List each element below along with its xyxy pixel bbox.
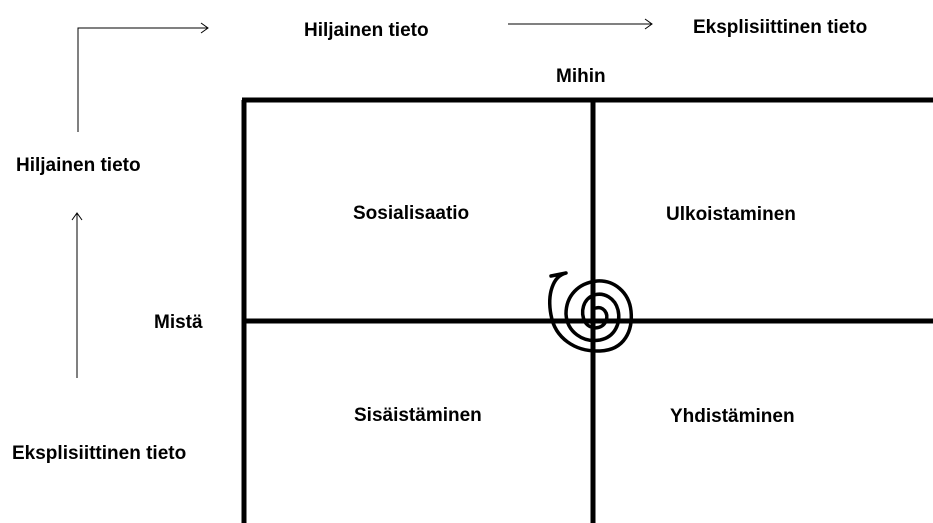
corner-arrow-icon: [78, 23, 208, 132]
quadrant-internalization-label: Sisäistäminen: [354, 406, 482, 425]
axis-to-label: Mihin: [556, 67, 606, 86]
quadrant-externalization-label: Ulkoistaminen: [666, 205, 796, 224]
left-explicit-knowledge-label: Eksplisiittinen tieto: [12, 444, 186, 463]
top-explicit-knowledge-label: Eksplisiittinen tieto: [693, 18, 867, 37]
arrow-right-icon: [508, 19, 652, 29]
quadrant-socialization-label: Sosialisaatio: [353, 204, 469, 223]
quadrant-combination-label: Yhdistäminen: [670, 407, 795, 426]
top-tacit-knowledge-label: Hiljainen tieto: [304, 21, 429, 40]
left-tacit-knowledge-label: Hiljainen tieto: [16, 156, 141, 175]
arrow-up-icon: [72, 213, 82, 378]
matrix-grid: [242, 100, 933, 523]
axis-from-label: Mistä: [154, 313, 203, 332]
